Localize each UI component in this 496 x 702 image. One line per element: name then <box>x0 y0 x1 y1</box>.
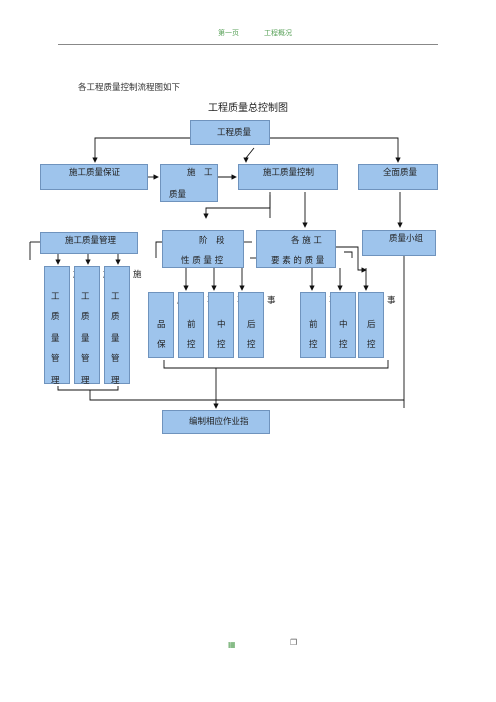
stage-column-post-control: 事 后 控 <box>238 292 276 358</box>
node-prepare-work-instructions: 编制相应作业指 <box>162 410 270 434</box>
stage-column-in-control: 事 中 控 <box>208 292 246 358</box>
node-quality-group: 质量小组 <box>362 230 436 256</box>
node-construction-factor-quality: 各 施 工 要 素 的 质 量 <box>256 230 336 268</box>
stage-column-pre-control: 事 前 控 <box>178 292 216 358</box>
node-construction-quality-control: 施工质量控制 <box>238 164 338 190</box>
node-construction-quality-management: 施工质量管理 <box>40 232 138 254</box>
stage-column-product-protection: 成 品 保 <box>148 292 186 358</box>
intro-text: 各工程质量控制流程图如下 <box>78 83 181 93</box>
factor-column-pre-control: 事 前 控 <box>300 292 338 358</box>
node-engineering-quality: 工程质量 <box>190 120 270 145</box>
page-mark-icon: ▦ <box>228 640 236 649</box>
node-overall-quality: 全面质量 <box>358 164 438 190</box>
management-column-1: 施 工 质 量 管 理 <box>44 266 82 385</box>
management-column-2: 施 工 质 量 管 理 <box>74 266 112 385</box>
chart-title: 工程质量总控制图 <box>208 103 288 114</box>
management-column-3: 施 工 质 量 管 理 <box>104 266 142 385</box>
factor-column-in-control: 事 中 控 <box>330 292 368 358</box>
node-stage-quality-control: 阶 段 性 质 量 控 <box>162 230 244 268</box>
header-page-label: 第一页 <box>218 29 239 37</box>
header-rule <box>58 44 438 45</box>
factor-column-post-control: 事 后 控 <box>358 292 396 358</box>
header-section-label: 工程概况 <box>264 29 292 37</box>
node-construction-quality-guarantee: 施工质量保证 <box>40 164 148 190</box>
node-construction-quality: 施 工 质量 <box>160 164 218 202</box>
copy-icon: ❐ <box>290 638 298 647</box>
